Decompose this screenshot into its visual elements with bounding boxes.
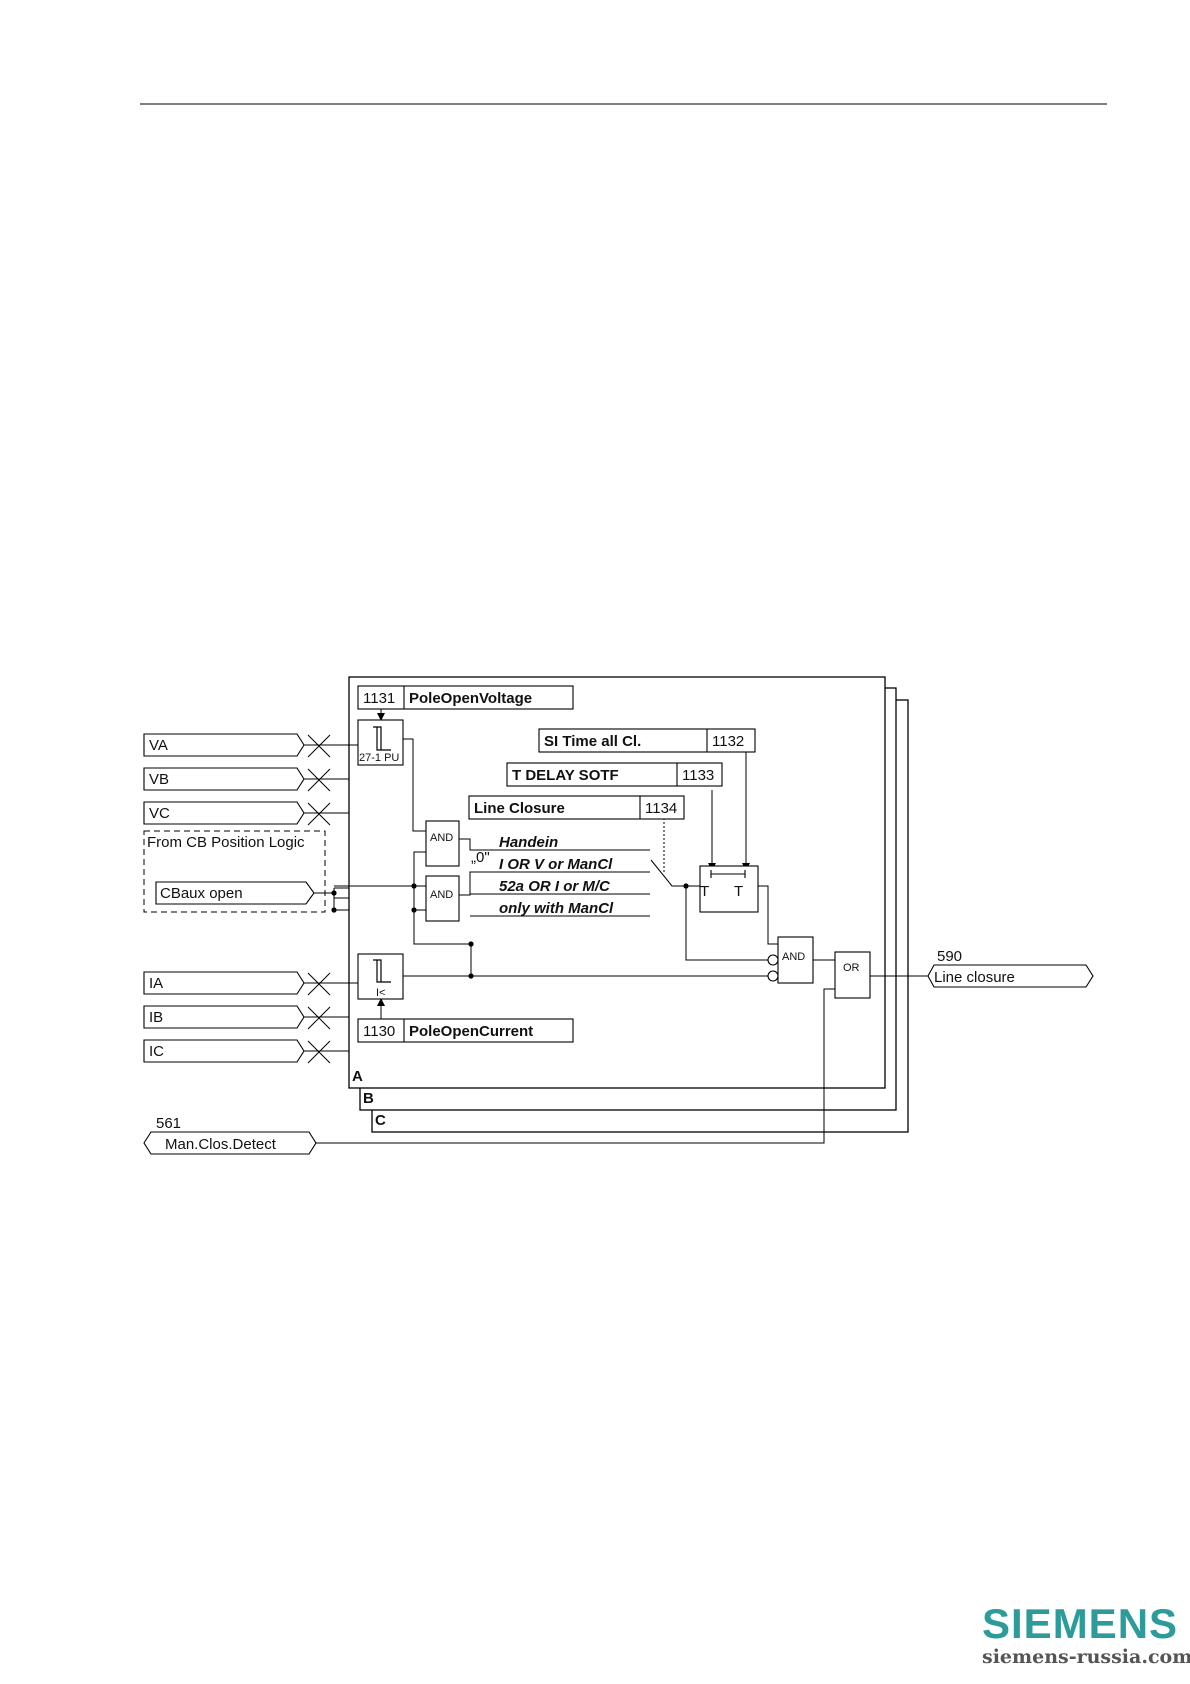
and-gate-1 — [425, 820, 460, 867]
junction-dots — [331, 883, 689, 979]
siemens-site: siemens-russia.com — [982, 1646, 1190, 1668]
or-gate-label: OR — [843, 962, 860, 974]
param-1131-name: PoleOpenVoltage — [409, 690, 532, 707]
cb-position-group — [143, 830, 326, 913]
and-gate-1-label: AND — [430, 832, 453, 844]
param-1132-box — [538, 728, 756, 753]
vb-label: VB — [149, 771, 169, 788]
ib-input — [143, 1005, 305, 1029]
ic-input — [143, 1039, 305, 1063]
param-1132-name: SI Time all Cl. — [544, 733, 641, 750]
param-1131-box — [357, 685, 574, 710]
vc-input — [143, 801, 305, 825]
switch-option-3: 52a OR I or M/C — [499, 878, 611, 895]
undervoltage-symbol — [373, 726, 391, 751]
and-gate-3-label: AND — [782, 951, 805, 963]
and-gate-2-label: AND — [430, 889, 453, 901]
siemens-logo: SIEMENS — [982, 1600, 1178, 1647]
param-1131-num: 1131 — [363, 690, 395, 707]
vb-input — [143, 767, 305, 791]
ic-label: IC — [149, 1043, 164, 1060]
param-1133-name: T DELAY SOTF — [512, 767, 619, 784]
input-signals — [143, 733, 315, 1063]
va-input — [143, 733, 305, 757]
switch-option-4: only with ManCl — [499, 900, 614, 917]
phase-c-label: C — [375, 1112, 386, 1129]
phase-b-label: B — [363, 1090, 374, 1107]
param-boxes — [357, 685, 756, 1043]
line-closure-number: 590 — [937, 948, 962, 965]
switch-option-1: Handein — [499, 834, 558, 851]
man-clos-number: 561 — [156, 1115, 181, 1132]
or-gate — [834, 951, 871, 999]
undervoltage-label: 27-1 PU — [359, 752, 399, 764]
and-gate-2 — [425, 875, 460, 922]
timer-t1: T — [700, 883, 709, 900]
param-1134-box — [468, 795, 685, 820]
and-gate-3 — [777, 936, 814, 984]
ia-label: IA — [149, 975, 163, 992]
cb-position-label: From CB Position Logic — [147, 834, 305, 851]
and-gate-3-invert-1 — [767, 954, 779, 966]
undercurrent-label: I< — [376, 987, 385, 999]
param-1134-name: Line Closure — [474, 800, 565, 817]
phase-crosses — [307, 734, 331, 1064]
switch-option-2: I OR V or ManCl — [499, 856, 613, 873]
switch-zero-label: „0" — [471, 849, 490, 866]
cbaux-label: CBaux open — [160, 885, 243, 902]
and-gate-3-invert-2 — [767, 970, 779, 982]
timer-symbol — [710, 870, 746, 878]
switch-lines — [496, 849, 650, 917]
line-closure-label: Line closure — [934, 969, 1015, 986]
param-1133-num: 1133 — [682, 767, 714, 784]
man-clos-input — [143, 1131, 317, 1155]
ia-input — [143, 971, 305, 995]
wiring — [304, 689, 928, 1144]
param-1130-box — [357, 1018, 574, 1043]
undercurrent-symbol — [373, 959, 391, 983]
line-closure-output — [927, 964, 1094, 988]
vc-label: VC — [149, 805, 170, 822]
cbaux-input — [155, 881, 315, 905]
param-1133-box — [506, 762, 723, 787]
timer-t2: T — [734, 883, 743, 900]
ib-label: IB — [149, 1009, 163, 1026]
param-1130-num: 1130 — [363, 1023, 395, 1040]
phase-a-label: A — [352, 1068, 363, 1085]
param-1132-num: 1132 — [712, 733, 744, 750]
param-1134-num: 1134 — [645, 800, 677, 817]
man-clos-label: Man.Clos.Detect — [165, 1136, 277, 1153]
va-label: VA — [149, 737, 168, 754]
param-1130-name: PoleOpenCurrent — [409, 1023, 533, 1040]
